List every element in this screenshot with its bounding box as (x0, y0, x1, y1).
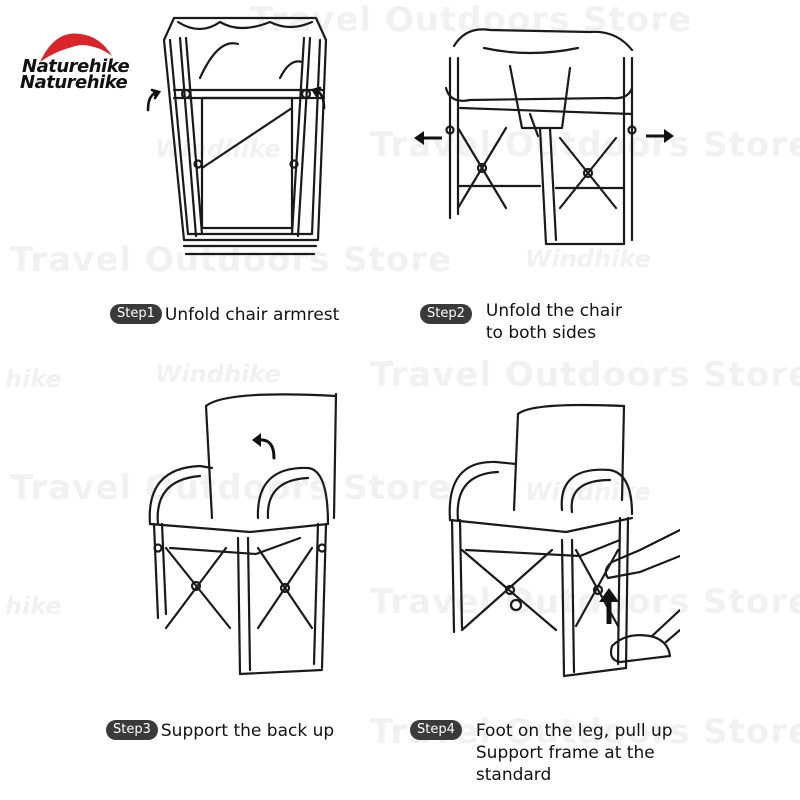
step1-badge: Step1 (110, 304, 162, 324)
step2-caption: Step2 Unfold the chair to both sides (420, 300, 622, 344)
step2-text-line: to both sides (485, 323, 597, 343)
step2-illustration (410, 18, 680, 250)
curved-arrow-icon (252, 433, 276, 460)
step3-text: Support the back up (160, 721, 335, 741)
step4-text: Foot on the leg, pull up Support frame a… (476, 720, 673, 786)
step3-illustration (140, 388, 340, 678)
step4-text-line: Support frame at the (475, 743, 655, 763)
step4-illustration (440, 400, 680, 680)
left-arrow-icon (414, 131, 442, 145)
logo-text: Naturehike (22, 56, 130, 77)
curved-arrow-icon (146, 88, 162, 112)
step2-text-line: Unfold the chair (485, 301, 622, 321)
step2-text: Unfold the chair to both sides (486, 300, 622, 344)
step2-badge: Step2 (420, 304, 472, 324)
logo-mark-icon (40, 33, 112, 62)
step3-badge: Step3 (106, 720, 158, 740)
brand-logo: Naturehike Naturehike (20, 20, 160, 93)
step4-text-line: standard (475, 765, 552, 785)
up-arrow-icon (599, 588, 619, 624)
watermark-store: Travel Outdoors Store (370, 355, 800, 395)
step1-text: Unfold chair armrest (164, 305, 340, 325)
watermark-brand: Windhike (155, 360, 281, 388)
logo-text: Naturehike (20, 72, 128, 93)
right-arrow-icon (646, 129, 674, 143)
step1-illustration (140, 8, 340, 270)
step1-caption: Step1 Unfold chair armrest (110, 304, 339, 326)
step4-badge: Step4 (410, 720, 462, 740)
watermark-brand: hike (5, 592, 62, 620)
step3-caption: Step3 Support the back up (106, 720, 334, 742)
step4-text-line: Foot on the leg, pull up (475, 721, 673, 741)
step4-caption: Step4 Foot on the leg, pull up Support f… (410, 720, 673, 786)
watermark-brand: hike (5, 365, 62, 393)
curved-arrow-icon (310, 86, 326, 110)
